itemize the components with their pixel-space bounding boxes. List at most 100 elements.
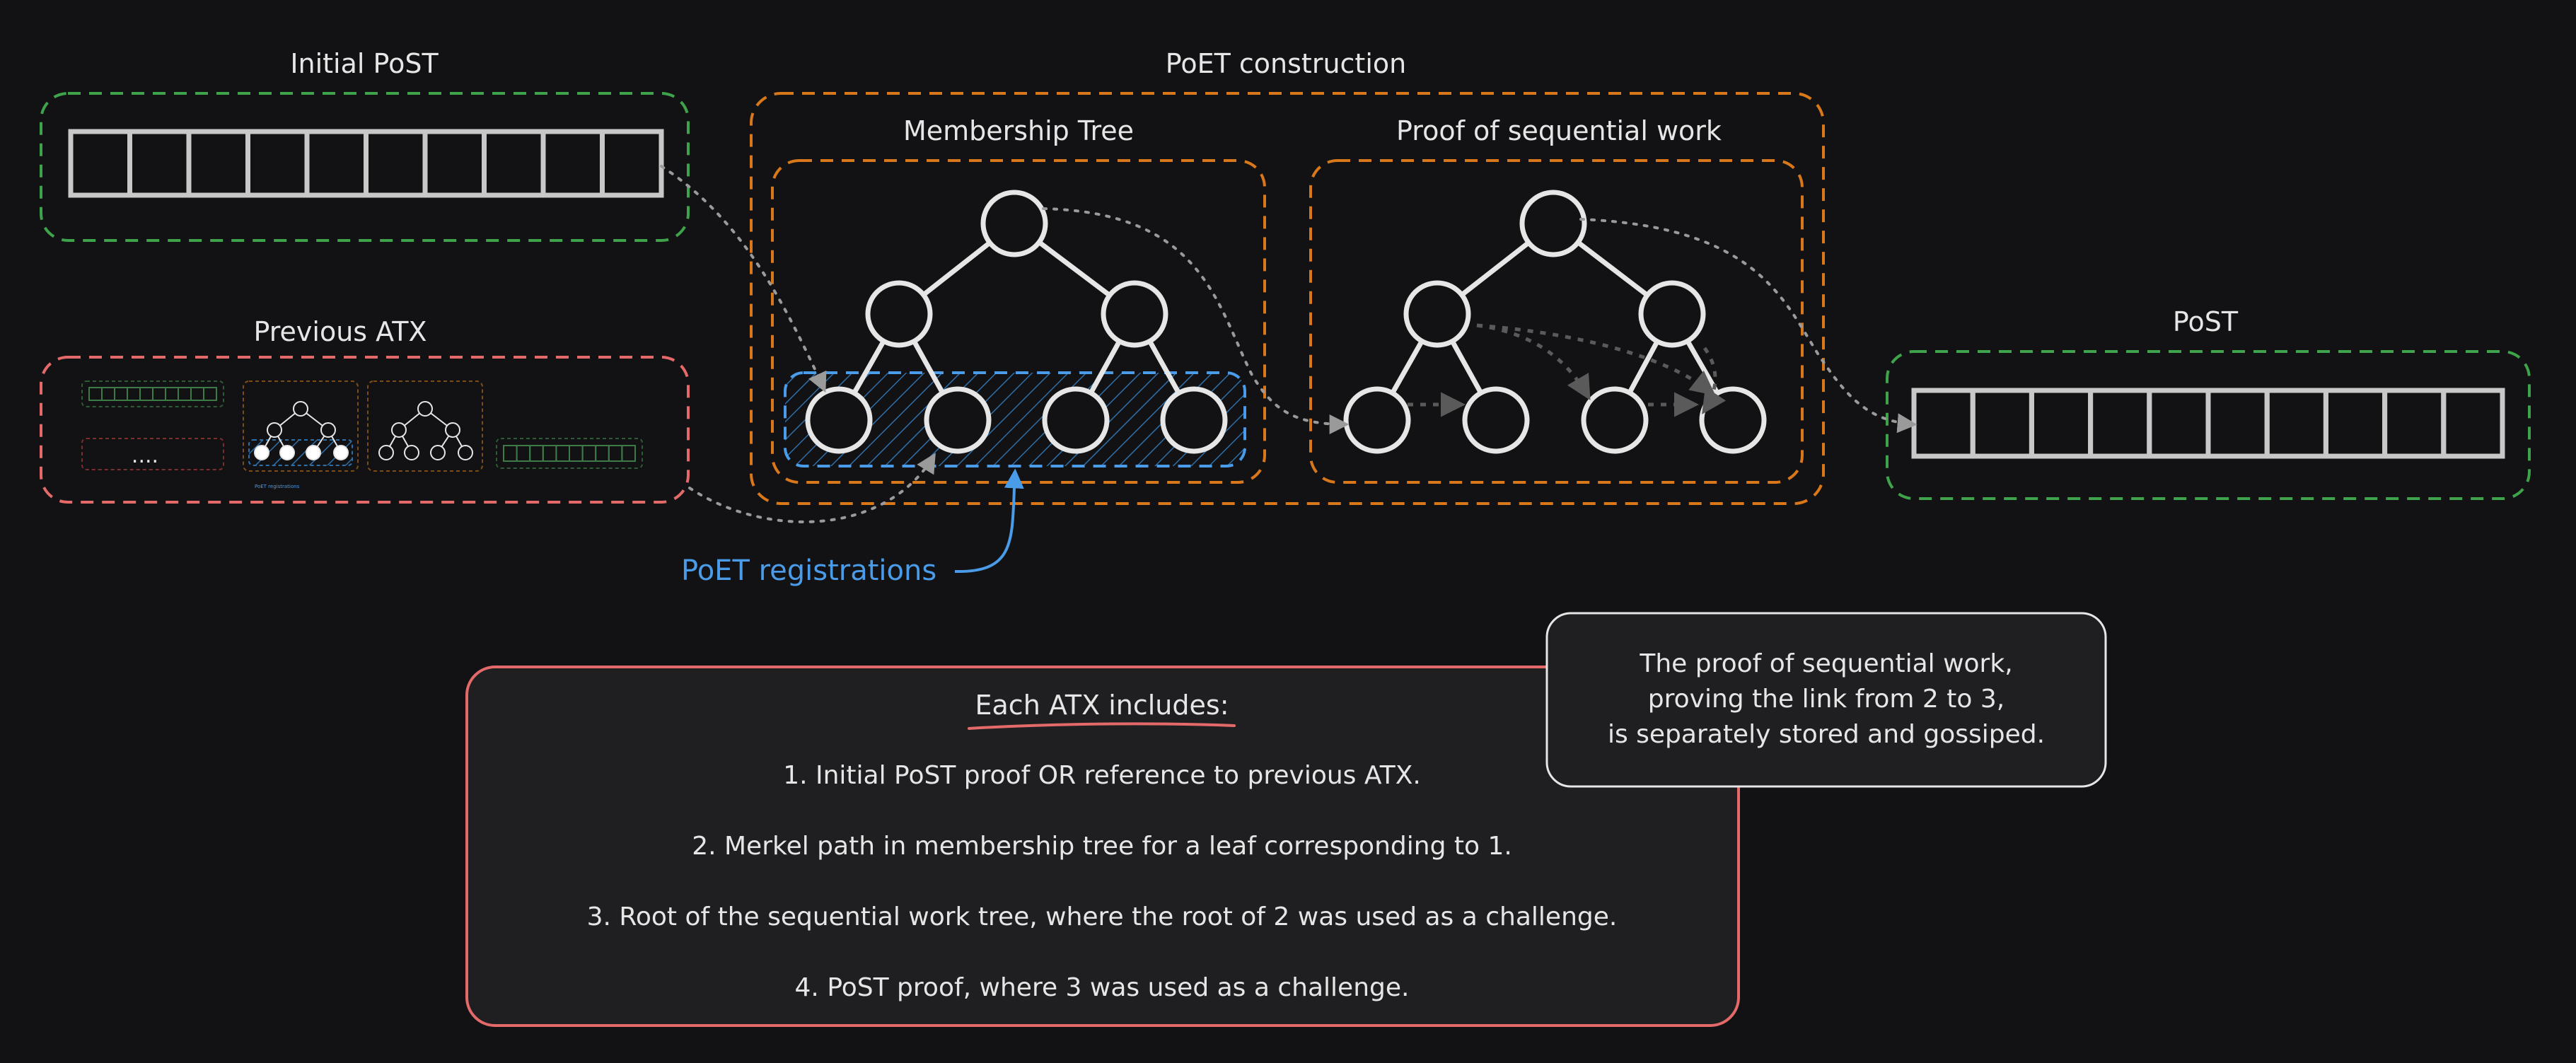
mini-membership-inner-node	[267, 422, 282, 438]
initial-post-cell	[540, 129, 605, 198]
mini-dots-text: ....	[132, 443, 158, 468]
mini-sequential-inner-node	[391, 422, 407, 438]
mini-initial-post-cell	[127, 387, 141, 401]
membership-tree	[805, 190, 1228, 454]
mini-post-cell	[516, 445, 531, 462]
mini-post-cell	[503, 445, 518, 462]
post-frame	[1886, 350, 2531, 500]
sequential-leaf-node	[1581, 386, 1649, 454]
sequential-root-node	[1519, 190, 1587, 257]
sequential-leaf-node	[1462, 386, 1530, 454]
mini-post-frame	[496, 438, 643, 469]
initial-post-frame	[40, 92, 690, 242]
mini-post-cell	[569, 445, 584, 462]
atx-item-4: 4. PoST proof, where 3 was used as a cha…	[795, 973, 1410, 1002]
mini-initial-post-cell	[101, 387, 115, 401]
initial-post-cell	[364, 129, 428, 198]
note-line-3: is separately stored and gossiped.	[1608, 720, 2045, 749]
previous-atx-frame	[40, 356, 690, 504]
mini-membership-leaf-node	[279, 445, 295, 460]
post-cell	[2441, 388, 2505, 459]
sequential-leaf-node	[1343, 386, 1411, 454]
mini-registrations-highlight	[248, 439, 353, 466]
mini-membership-tree	[254, 401, 349, 460]
mini-post-cell	[581, 445, 597, 462]
post-title: PoST	[2173, 306, 2239, 337]
seq-arrow-1	[1476, 323, 1591, 401]
mini-post-cell	[595, 445, 610, 462]
mini-sequential-frame	[367, 381, 483, 472]
membership-leaf-node	[1042, 386, 1110, 454]
initial-post-to-leaf-arrow	[660, 165, 827, 393]
initial-post-cell	[304, 129, 369, 198]
mini-sequential-leaf-node	[404, 445, 419, 460]
membership-tree-frame	[771, 159, 1266, 484]
mini-initial-post-cell	[190, 387, 204, 401]
mini-initial-post-frame	[81, 381, 224, 407]
sequential-work-tree	[1343, 190, 1767, 454]
post-cell	[1911, 388, 1975, 459]
mini-initial-post-cell	[178, 387, 192, 401]
note-line-2: proving the link from 2 to 3,	[1648, 685, 2004, 714]
post-cell	[2323, 388, 2388, 459]
mini-initial-post-cell	[139, 387, 153, 401]
initial-post-cell-row	[68, 129, 664, 198]
mini-previous-atx-frame	[81, 438, 224, 470]
mini-initial-post-cell	[203, 387, 217, 401]
mini-membership-root-node	[293, 401, 308, 417]
mini-post-cell	[542, 445, 557, 462]
poet-construction-title: PoET construction	[1166, 48, 1406, 79]
initial-post-cell	[482, 129, 546, 198]
mini-sequential-root-node	[417, 401, 433, 417]
mini-initial-post-cell	[114, 387, 128, 401]
sequential-root-to-post-arrow	[1579, 218, 1918, 434]
mini-post-cell	[529, 445, 544, 462]
post-cell	[2029, 388, 2094, 459]
mini-membership-leaf-node	[333, 445, 349, 460]
sequential-work-title: Proof of sequential work	[1396, 115, 1722, 146]
mini-membership-inner-node	[320, 422, 336, 438]
initial-post-cell	[422, 129, 487, 198]
sequential-inner-node	[1638, 280, 1706, 348]
post-cell	[2088, 388, 2152, 459]
initial-post-cell	[600, 129, 664, 198]
initial-post-cell	[245, 129, 310, 198]
mini-post-cells	[503, 445, 637, 462]
mini-initial-post-cells	[88, 387, 217, 401]
previous-atx-title: Previous ATX	[254, 316, 427, 347]
mini-sequential-inner-node	[445, 422, 460, 438]
post-cell	[2382, 388, 2447, 459]
note-line-1: The proof of sequential work,	[1639, 649, 2012, 678]
atx-includes-heading: Each ATX includes:	[975, 690, 1229, 721]
post-cell	[2264, 388, 2328, 459]
mini-sequential-leaf-node	[378, 445, 394, 460]
membership-leaf-node	[924, 386, 992, 454]
membership-tree-title: Membership Tree	[903, 115, 1134, 146]
mini-post-cell	[608, 445, 623, 462]
mini-post-cell	[555, 445, 571, 462]
membership-inner-node	[865, 280, 933, 348]
membership-root-node	[980, 190, 1048, 257]
initial-post-cell	[68, 129, 132, 198]
mini-sequential-leaf-node	[458, 445, 473, 460]
mini-poet-registrations-label: PoET registrations	[255, 484, 300, 489]
atx-item-2: 2. Merkel path in membership tree for a …	[692, 832, 1512, 861]
atx-heading-underline	[968, 722, 1236, 730]
post-cell	[2205, 388, 2270, 459]
membership-inner-node	[1101, 280, 1168, 348]
mini-membership-leaf-node	[306, 445, 321, 460]
mini-sequential-tree	[378, 401, 473, 460]
mini-membership-leaf-node	[254, 445, 269, 460]
poet-registrations-arrow	[954, 468, 1024, 574]
mini-sequential-leaf-node	[430, 445, 446, 460]
poet-construction-frame	[750, 92, 1825, 505]
sequential-note-box	[1545, 612, 2107, 788]
post-cell	[1970, 388, 2034, 459]
initial-post-cell	[127, 129, 192, 198]
atx-item-1: 1. Initial PoST proof OR reference to pr…	[783, 761, 1421, 790]
mini-membership-frame	[243, 381, 359, 472]
membership-leaf-node	[805, 386, 873, 454]
atx-includes-box	[465, 666, 1740, 1027]
mini-initial-post-cell	[88, 387, 103, 401]
